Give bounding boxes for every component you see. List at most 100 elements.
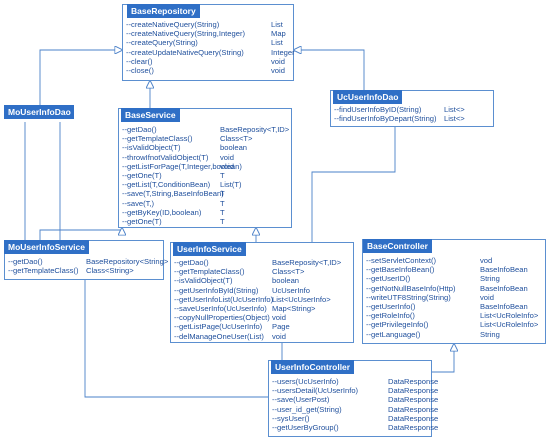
method-signature: --getBaseInfoBean(): [366, 265, 435, 275]
return-type: BaseInfoBean: [480, 283, 528, 293]
method-signature: --saveUserInfo(UcUserInfo): [174, 303, 267, 313]
return-type: T: [220, 207, 225, 217]
member-row: --getOne(T)T: [122, 171, 288, 180]
method-signature: --sysUser(): [272, 413, 310, 423]
return-type: String: [480, 329, 500, 339]
member-row: --getListPage(UcUserInfo)Page: [174, 322, 350, 331]
return-type: void: [220, 161, 234, 171]
member-row: --getTemplateClass()Class<String>: [8, 266, 160, 275]
return-type: BaseInfoBean: [480, 301, 528, 311]
method-signature: --getLanguage(): [366, 329, 421, 339]
return-type: Class<String>: [86, 266, 134, 276]
member-row: --getByKey(ID,boolean)T: [122, 208, 288, 217]
method-signature: --getUserInfoById(String): [174, 285, 259, 295]
class-name: MoUserInfoDao: [4, 105, 74, 119]
method-signature: --getRoleInfo(): [366, 311, 415, 321]
method-signature: --getOne(T): [122, 170, 162, 180]
return-type: DataResponse: [388, 386, 439, 396]
return-type: void: [271, 56, 285, 66]
member-row: --getUserID()String: [366, 274, 542, 283]
method-signature: --getDao(): [122, 125, 157, 134]
return-type: List<UcRoleInfo>: [480, 320, 539, 330]
return-type: List<UcRoleInfo>: [480, 311, 539, 321]
member-row: --createNativeQuery(String,Integer)Map: [126, 29, 290, 38]
member-row: --getPrivilegeInfo() List<UcRoleInfo>: [366, 320, 542, 329]
member-row: --createNativeQuery(String) List: [126, 20, 290, 29]
member-row: --getTemplateClass() Class<T>: [122, 134, 288, 143]
member-row: --getRoleInfo() List<UcRoleInfo>: [366, 311, 542, 320]
return-type: boolean: [220, 143, 248, 153]
member-row: --getList(T,ConditionBean)List(T): [122, 180, 288, 189]
method-signature: --delManageOneUser(List): [174, 331, 264, 341]
return-type: BaseRepository<String>: [86, 257, 169, 266]
class-name: BaseService: [121, 108, 180, 122]
line-mouserinfodao-baserepository: [39, 50, 122, 105]
return-type: Map<String>: [272, 303, 316, 313]
method-signature: --getTemplateClass(): [122, 134, 193, 144]
member-row: --saveUserInfo(UcUserInfo) Map<String>: [174, 304, 350, 313]
method-signature: --getUserID(): [366, 274, 411, 284]
return-type: List<>: [444, 105, 465, 114]
class-members: --findUserInfoByID(String) List<>--findUs…: [334, 105, 490, 123]
method-signature: --createNativeQuery(String): [126, 20, 220, 29]
class-members: --setServletContext()vod--getBaseInfoBea…: [366, 256, 542, 339]
return-type: UcUserInfo: [272, 285, 310, 295]
method-signature: --getUserInfoList(UcUserInfo): [174, 294, 274, 304]
return-type: DataResponse: [388, 377, 439, 386]
return-type: T: [220, 198, 225, 208]
class-name: UserInfoController: [271, 360, 355, 374]
member-row: --save(T,String,BaseInfoBean)T: [122, 189, 288, 198]
return-type: Class<T>: [220, 134, 253, 144]
method-signature: --user_id_get(String): [272, 404, 342, 414]
member-row: --getUserInfo()BaseInfoBean: [366, 302, 542, 311]
method-signature: --setServletContext(): [366, 256, 437, 265]
member-row: --save(T,) T: [122, 199, 288, 208]
class-user-info-controller: UserInfoController --users(UcUserInfo)Da…: [268, 360, 438, 437]
member-row: --user_id_get(String) DataResponse: [272, 404, 438, 414]
member-row: --delManageOneUser(List)void: [174, 332, 350, 341]
return-type: T: [220, 189, 225, 199]
return-type: BaseReposity<T,ID>: [272, 258, 342, 267]
member-row: --save(UserPost)DataResponse: [272, 395, 438, 404]
method-signature: --getUserByGroup(): [272, 422, 339, 432]
return-type: List: [271, 38, 283, 48]
member-row: --getDao() BaseReposity<T,ID>: [122, 125, 290, 134]
return-type: Integer: [271, 47, 295, 57]
class-mo-user-info-dao: MoUserInfoDao: [4, 105, 74, 122]
return-type: DataResponse: [388, 422, 439, 432]
class-members: --getDao()BaseRepository<String>--getTem…: [8, 257, 168, 275]
member-row: --users(UcUserInfo)DataResponse: [272, 377, 438, 386]
member-row: --getUserByGroup() DataResponse: [272, 422, 438, 432]
method-signature: --getNotNullBaseInfo(Http): [366, 283, 456, 293]
return-type: BaseReposity<T,ID>: [220, 125, 290, 134]
class-name: UserInfoService: [173, 242, 246, 256]
method-signature: --getPrivilegeInfo(): [366, 320, 429, 330]
method-signature: --getDao(): [174, 258, 209, 267]
member-row: --getDao()BaseRepository<String>: [8, 257, 168, 266]
return-type: List(T): [220, 180, 242, 190]
method-signature: --isValidObject(T): [122, 143, 181, 153]
return-type: Class<T>: [272, 267, 305, 277]
return-type: List: [271, 20, 283, 29]
return-type: Page: [272, 322, 290, 332]
method-signature: --findUserInfoByID(String): [334, 105, 422, 114]
method-signature: --createNativeQuery(String,Integer): [126, 29, 246, 39]
line-ucuserinfodao-baserepository: [294, 50, 365, 90]
class-user-info-service: UserInfoService --getDao() BaseReposity<T…: [170, 242, 354, 343]
method-signature: --save(T,): [122, 198, 155, 208]
member-row: --findUserInfoByID(String) List<>: [334, 105, 490, 114]
class-base-service: BaseService --getDao() BaseReposity<T,ID>…: [118, 108, 292, 228]
member-row: --getTemplateClass()Class<T>: [174, 267, 350, 276]
method-signature: --save(T,String,BaseInfoBean): [122, 189, 224, 199]
line-controller-basecontroller: [432, 344, 454, 373]
method-signature: --writeUTF8String(String): [366, 292, 451, 302]
class-name: BaseController: [363, 239, 432, 253]
member-row: --getOne(T)T: [122, 217, 288, 226]
class-members: --users(UcUserInfo)DataResponse--usersDe…: [272, 377, 438, 432]
member-row: --sysUser()DataResponse: [272, 413, 438, 423]
member-row: --throwIfnotValidObject(T)void: [122, 153, 288, 162]
method-signature: --clear(): [126, 56, 153, 66]
member-row: --getListForPage(T,Integer,boolean)void: [122, 162, 288, 171]
return-type: DataResponse: [388, 404, 439, 414]
